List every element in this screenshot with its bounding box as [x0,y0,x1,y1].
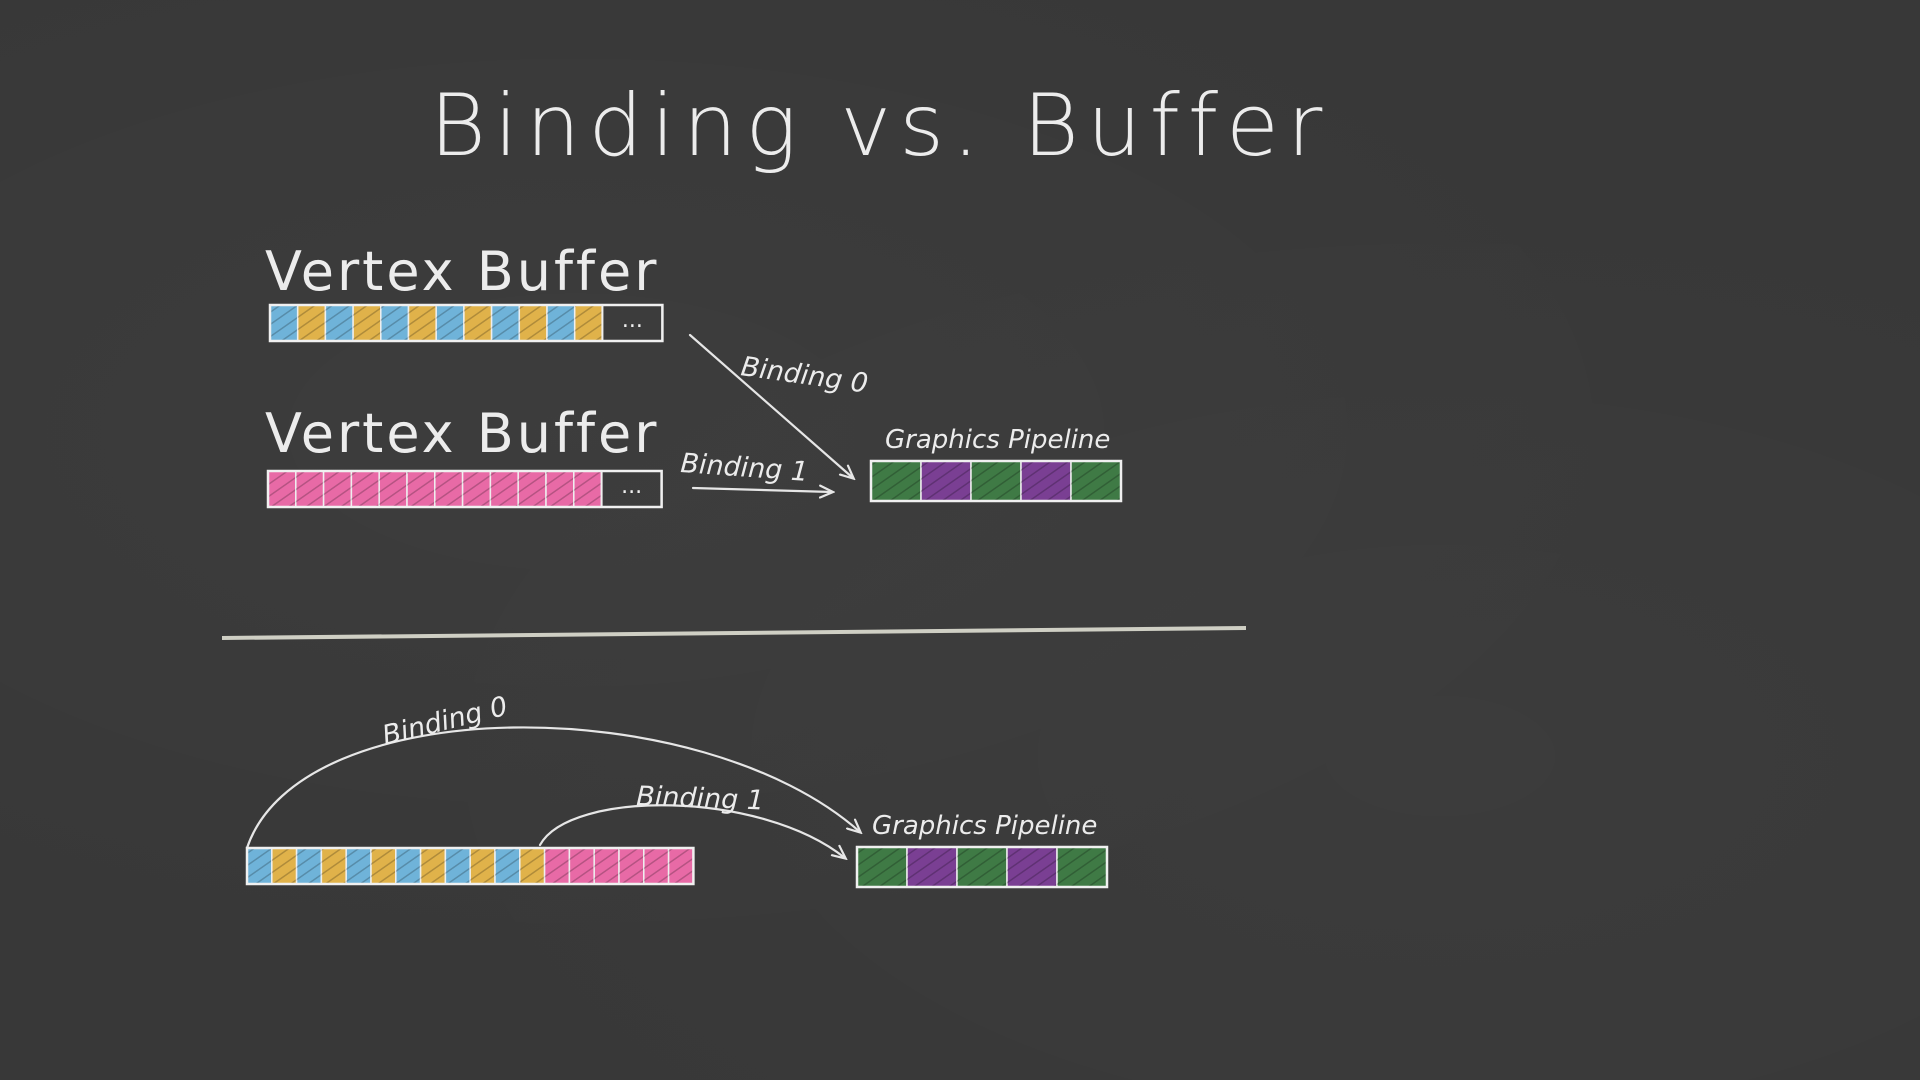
combined-buffer-cell-texture [619,848,644,884]
combined-buffer-cell-texture [371,848,396,884]
vertex-buffer-2-cell-texture [546,471,574,507]
vertex-buffer-2-cell-texture [462,471,491,507]
combined-vertex-buffer [245,846,695,886]
binding-1-arc [538,804,845,858]
vertex-buffer-2-cell-texture [268,471,296,507]
pipeline-top-outline [869,459,1123,503]
graphics-pipeline-top [869,459,1123,503]
combined-buffer-cell-texture [643,848,669,884]
vertex-buffer-2-cell-texture [518,471,546,507]
binding-1-label-top: Binding 1 [680,448,810,488]
vertex-buffer-2-cell-texture [379,471,407,507]
vertex-buffer-1-cell-texture [353,305,381,341]
combined-buffer-cell-texture [346,848,371,884]
vertex-buffer-2-cell-texture [407,471,435,507]
combined-buffer-cell-texture [544,848,570,884]
vertex-buffer-2-cell-texture [351,471,380,507]
vertex-buffer-1-cell-texture [380,305,409,341]
vertex-buffer-1-cell-texture [463,305,492,341]
vertex-buffer-1-cell-texture [519,305,547,341]
vertex-buffer-1-ellipsis: ... [622,308,643,333]
combined-buffer-cell-texture [470,848,495,884]
pipeline-top-cell-texture [871,461,921,501]
binding-0-arc [245,726,860,850]
vertex-buffer-2-outline [266,469,663,509]
binding-0-arrow [688,333,853,478]
pipeline-bottom-cell-texture [957,847,1007,887]
page-title: Binding vs. Buffer [430,76,1331,176]
vertex-buffer-1-cell-texture [574,305,603,341]
pipeline-top-cell-texture [921,461,971,501]
binding-0-label-top: Binding 0 [739,351,870,399]
vertex-buffer-2-cell-texture [295,471,324,507]
combined-buffer-cell-texture [321,848,347,884]
graphics-pipeline-label-bottom: Graphics Pipeline [872,811,1097,841]
combined-buffer-cell-texture [569,848,595,884]
vertex-buffer-2-cell-texture [434,471,463,507]
combined-buffer-cell-texture [495,848,520,884]
vertex-buffer-1-cell-texture [436,305,464,341]
vertex-buffer-2-cell-texture [323,471,352,507]
pipeline-top-cell-texture [971,461,1021,501]
vertex-buffer-2-cell-texture [573,471,602,507]
vertex-buffer-1-cell-texture [408,305,437,341]
pipeline-bottom-cell-texture [1057,847,1107,887]
vertex-buffer-2-ellipsis: ... [621,474,642,499]
pipeline-bottom-cell-texture [907,847,957,887]
combined-buffer-cell-texture [668,848,694,884]
binding-0-label-bottom: Binding 0 [379,691,511,752]
graphics-pipeline-bottom [855,845,1109,889]
section-divider [221,626,1247,640]
vertex-buffer-1-cell-texture [297,305,326,341]
combined-buffer-cell-texture [271,848,297,884]
vertex-buffer-1-outline [268,303,664,343]
vertex-buffer-1-label: Vertex Buffer [265,240,659,303]
pipeline-bottom-cell-texture [1007,847,1057,887]
vertex-buffer-1: ... [268,303,664,343]
vertex-buffer-2: ... [266,469,663,509]
combined-buffer-cell-texture [594,848,619,884]
vertex-buffer-1-cell-texture [270,305,298,341]
binding-1-label-bottom: Binding 1 [636,781,765,816]
vertex-buffer-2-label: Vertex Buffer [265,402,659,465]
combined-buffer-outline [245,846,695,886]
vertex-buffer-1-cell-texture [547,305,575,341]
vertex-buffer-2-cell-texture [490,471,519,507]
combined-buffer-cell-texture [296,848,322,884]
vertex-buffer-1-cell-texture [325,305,354,341]
pipeline-bottom-cell-texture [857,847,907,887]
vertex-buffer-1-cell-texture [491,305,520,341]
combined-buffer-cell-texture [519,848,545,884]
binding-1-arrow [691,488,832,492]
combined-buffer-cell-texture [445,848,471,884]
combined-buffer-cell-texture [395,848,421,884]
combined-buffer-cell-texture [247,848,272,884]
pipeline-top-cell-texture [1071,461,1121,501]
pipeline-top-cell-texture [1021,461,1071,501]
combined-buffer-cell-texture [420,848,446,884]
pipeline-bottom-outline [855,845,1109,889]
graphics-pipeline-label-top: Graphics Pipeline [885,425,1110,455]
